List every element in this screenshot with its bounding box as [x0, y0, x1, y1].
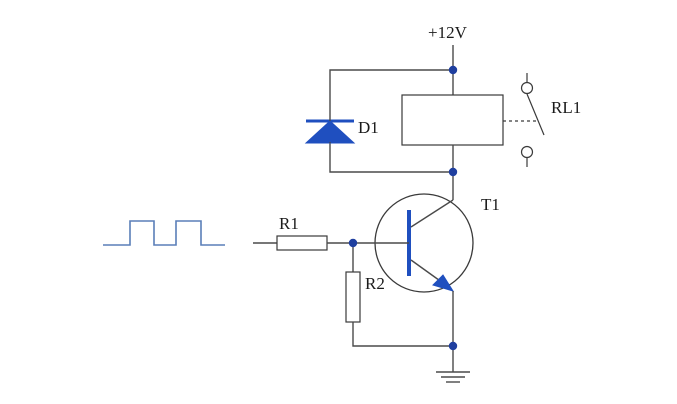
transistor-label: T1	[481, 195, 500, 214]
relay-label: RL1	[551, 98, 581, 117]
ground-icon	[436, 371, 470, 383]
resistor-icon	[345, 271, 361, 323]
r2-label: R2	[365, 274, 385, 293]
junction-dot	[448, 167, 458, 177]
relay-contact-icon	[503, 73, 545, 167]
diode-icon	[304, 108, 356, 144]
diode-label: D1	[358, 118, 379, 137]
supply-label: +12V	[428, 23, 468, 42]
junction-dot	[348, 238, 358, 248]
r2-bottom-wire	[352, 322, 453, 347]
diode-bottom-wire	[329, 142, 453, 173]
junction-dot	[448, 341, 458, 351]
resistor-icon	[276, 235, 328, 251]
relay-coil-icon	[401, 94, 504, 146]
junction-dot	[448, 65, 458, 75]
r1-label: R1	[279, 214, 299, 233]
square-wave-icon	[103, 220, 225, 246]
diode-top-wire	[329, 69, 453, 108]
